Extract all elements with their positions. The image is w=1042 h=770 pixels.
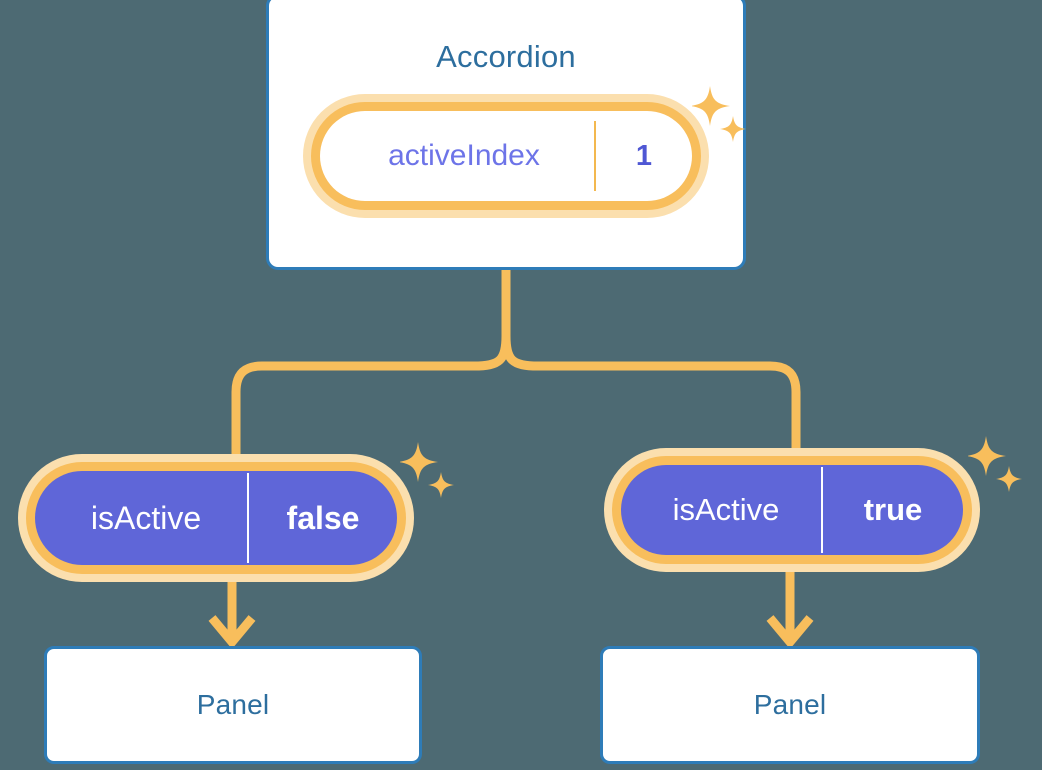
state-value: true [863,492,923,527]
page-title: Accordion [436,39,576,74]
pill-body: activeIndex 1 [320,111,692,201]
state-pill-is-active-false[interactable]: isActive false [18,454,414,582]
sparkle-small-icon [428,472,454,498]
state-pill-active-index[interactable]: activeIndex 1 [303,94,709,218]
pill-divider [594,121,596,191]
state-pill-is-active-true[interactable]: isActive true [604,448,980,572]
panel-box-right[interactable]: Panel [600,646,980,764]
connector-branch-left [231,331,511,467]
pill-divider [821,467,823,553]
state-value: 1 [635,139,653,172]
pill-body: isActive true [621,465,963,555]
panel-label: Panel [753,689,827,720]
state-key: isActive [90,499,202,536]
pill-divider [247,473,249,563]
sparkle-small-icon [996,466,1022,492]
panel-label: Panel [196,689,270,720]
state-key: isActive [672,492,780,527]
arrow-down-icon-right [766,615,814,650]
state-key: activeIndex [388,139,540,172]
pill-body: isActive false [35,471,397,565]
state-value: false [286,499,360,536]
arrow-down-icon-left [208,615,256,650]
panel-box-left[interactable]: Panel [44,646,422,764]
connector-branch-right [501,331,801,467]
